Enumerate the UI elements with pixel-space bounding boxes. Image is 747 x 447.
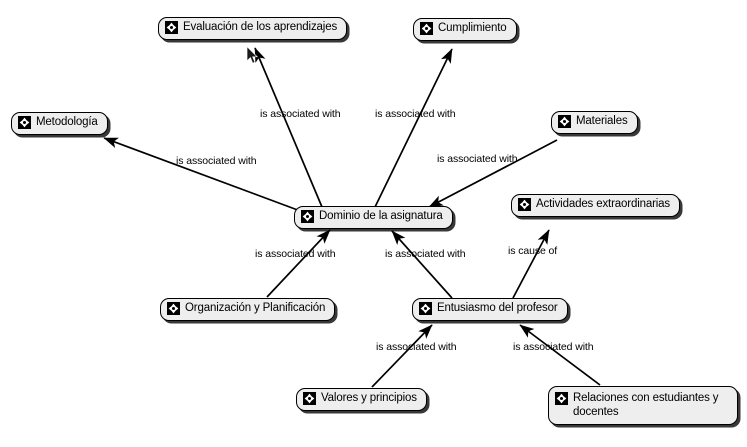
edge-valores-entusiasmo [371,324,433,388]
cmap-node-icon [419,302,432,316]
edge-entusiasmo-actividades [512,229,550,299]
cmap-node-icon [558,115,571,129]
node-label: Materiales [576,115,628,127]
cmap-node-icon [555,392,568,405]
node-actividades[interactable]: Actividades extraordinarias [511,194,681,217]
node-valores[interactable]: Valores y principios [296,388,427,411]
edge-label-valores-entusiasmo: is associated with [376,341,457,353]
node-label: Cumplimiento [438,22,507,34]
edge-label-dominio-metodologia: is associated with [176,155,257,167]
node-cumplimiento[interactable]: Cumplimiento [413,18,517,41]
edge-dominio-cumplimiento [374,48,453,208]
cmap-node-icon [301,210,314,224]
edge-dominio-metodologia [103,137,304,213]
cmap-node-icon [167,302,180,316]
edge-materiales-dominio [428,139,558,208]
node-dominio[interactable]: Dominio de la asignatura [294,206,453,229]
node-organizacion[interactable]: Organización y Planificación [160,298,336,321]
edge-label-relaciones-entusiasmo: is associated with [513,341,594,353]
node-label: Entusiasmo del profesor [437,302,558,314]
cmap-node-icon [420,22,433,36]
edge-label-organizacion-dominio: is associated with [255,248,336,260]
node-label: Dominio de la asignatura [319,210,443,222]
node-label: Organización y Planificación [185,302,326,314]
node-label: Actividades extraordinarias [536,198,671,210]
node-relaciones[interactable]: Relaciones con estudiantes y docentes [548,386,738,425]
cmap-node-icon [303,392,316,406]
edge-relaciones-entusiasmo [519,324,601,386]
cmap-node-icon [165,21,178,35]
node-metodologia[interactable]: Metodología [11,112,108,135]
cmap-node-icon [518,198,531,212]
node-entusiasmo[interactable]: Entusiasmo del profesor [412,298,568,321]
node-materiales[interactable]: Materiales [551,111,638,134]
edge-label-entusiasmo-dominio: is associated with [385,248,466,260]
node-label: Relaciones con estudiantes y docentes [573,392,719,418]
edge-label-entusiasmo-actividades: is cause of [508,245,558,257]
node-label: Metodología [36,116,98,128]
edge-label-dominio-cumplimiento: is associated with [375,108,456,120]
node-label: Valores y principios [321,392,417,404]
edge-dominio-evaluacion [254,47,323,208]
edge-label-materiales-dominio: is associated with [437,153,518,165]
edge-label-dominio-evaluacion: is associated with [260,108,341,120]
edge-entusiasmo-dominio [391,230,453,299]
cmap-node-icon [18,116,31,130]
node-evaluacion[interactable]: Evaluación de los aprendizajes [158,17,348,40]
edge-organizacion-dominio [266,229,331,298]
node-label: Evaluación de los aprendizajes [183,21,338,33]
